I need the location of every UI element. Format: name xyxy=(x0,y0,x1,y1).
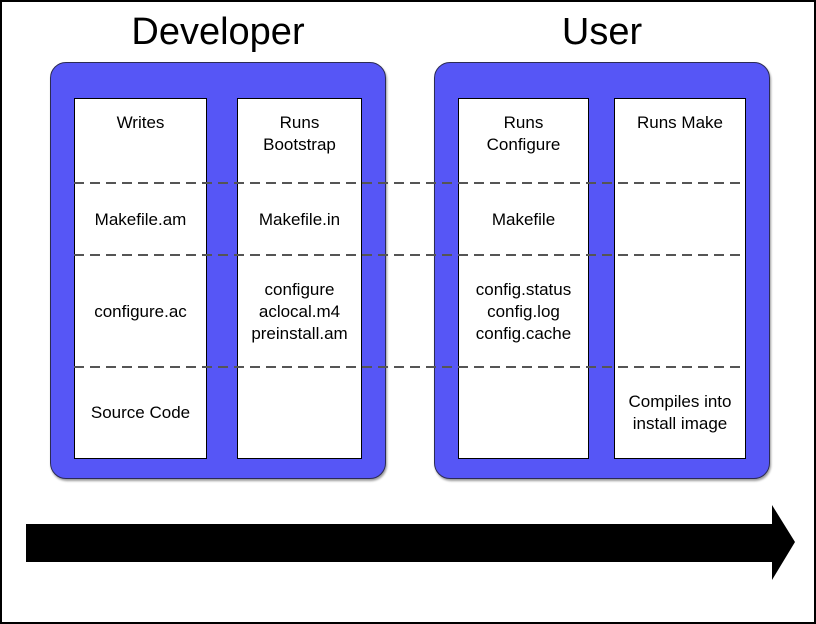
user-group-title: User xyxy=(561,11,643,53)
column-developer-bootstrap: Runs Bootstrap Makefile.in configure acl… xyxy=(237,98,362,459)
column-developer-writes: Writes Makefile.am configure.ac Source C… xyxy=(74,98,207,459)
cell-empty xyxy=(615,256,745,368)
row-separator-dashed-line-3 xyxy=(74,366,745,368)
developer-group-title: Developer xyxy=(131,11,305,53)
cell-runs-make: Runs Make xyxy=(637,113,723,132)
cell-makefile-in: Makefile.in xyxy=(258,210,341,229)
cell-empty xyxy=(615,184,745,256)
row-separator-dashed-line-2 xyxy=(74,254,745,256)
cell-empty xyxy=(459,368,588,458)
column-user-configure: Runs Configure Makefile config.status co… xyxy=(458,98,589,459)
row-separator-dashed-line-1 xyxy=(74,182,745,184)
cell-configure-outputs: configure aclocal.m4 preinstall.am xyxy=(251,280,348,343)
cell-config-outputs: config.status config.log config.cache xyxy=(475,280,572,343)
cell-writes: Writes xyxy=(116,113,165,132)
cell-empty xyxy=(238,368,361,458)
cell-makefile: Makefile xyxy=(491,210,556,229)
cell-runs-configure: Runs Configure xyxy=(486,113,561,154)
cell-runs-bootstrap: Runs Bootstrap xyxy=(263,113,336,154)
cell-source-code: Source Code xyxy=(90,403,191,422)
cell-configure-ac: configure.ac xyxy=(94,302,187,321)
cell-compiles-into: Compiles into install image xyxy=(628,392,732,433)
cell-makefile-am: Makefile.am xyxy=(94,210,187,229)
column-user-make: Runs Make Compiles into install image xyxy=(614,98,746,459)
